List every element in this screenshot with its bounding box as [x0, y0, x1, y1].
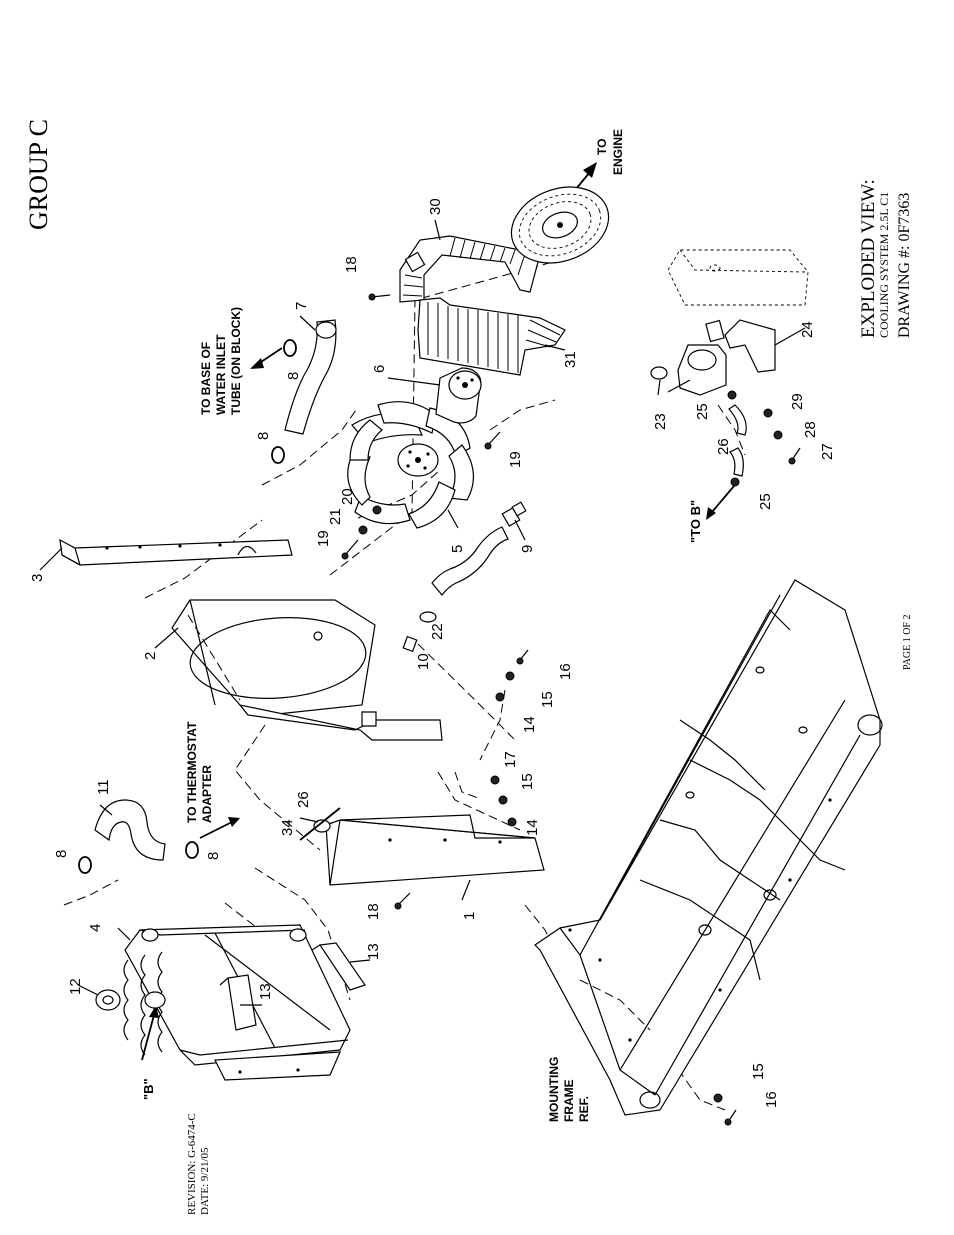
recovery-cap-part-23	[650, 344, 727, 396]
part-label-17: 17	[502, 751, 519, 768]
group-label: GROUP C	[24, 119, 53, 230]
seal-strip-part-13	[219, 974, 257, 1031]
part-label-13a: 13	[257, 983, 274, 1000]
overflow-hose-part-26	[727, 390, 801, 487]
part-label-22: 22	[429, 623, 446, 640]
b-arrow	[141, 1005, 159, 1061]
title-block: EXPLODED VIEW: COOLING SYSTEM 2.5L C1 DR…	[858, 179, 913, 338]
part-label-28: 28	[802, 421, 819, 438]
part-label-18b: 18	[365, 903, 382, 920]
part-label-25a: 25	[694, 403, 711, 420]
fastener-hardware	[341, 293, 737, 1126]
thermostat-label-1: TO THERMOSTAT	[185, 721, 199, 823]
page-number: PAGE 1 OF 2	[902, 615, 913, 670]
to-engine-label-1: TO	[595, 139, 609, 155]
fan-guard-lower-part-31	[417, 297, 566, 376]
part-label-29: 29	[789, 393, 806, 410]
radiator-cap-part-12	[95, 989, 121, 1011]
part-label-5: 5	[449, 545, 466, 553]
part-label-24: 24	[799, 321, 816, 338]
side-bracket-part-1	[325, 814, 545, 886]
drawing-title: EXPLODED VIEW:	[858, 179, 879, 338]
hose-part-9	[431, 501, 527, 596]
frame-label-2: FRAME	[562, 1079, 576, 1122]
frame-label-1: MOUNTING	[547, 1057, 561, 1122]
part-label-16b: 16	[763, 1091, 780, 1108]
thermostat-label-2: ADAPTER	[200, 765, 214, 823]
part-label-23: 23	[652, 413, 669, 430]
overflow-fitting-part-34	[299, 807, 341, 841]
part-label-12: 12	[67, 978, 84, 995]
lower-hose-part-7	[284, 319, 337, 435]
part-label-26a: 26	[715, 438, 732, 455]
recovery-bottle-part-24	[667, 249, 809, 373]
part-label-18a: 18	[343, 256, 360, 273]
part-label-16a: 16	[557, 663, 574, 680]
part-label-14a: 14	[521, 716, 538, 733]
to-b-label: "TO B"	[688, 500, 703, 543]
fan-guard-upper-part-30	[399, 235, 539, 303]
water-inlet-label-1: TO BASE OF	[199, 342, 213, 415]
upper-bracket-part-3	[59, 538, 293, 566]
engine-pulley	[510, 186, 610, 264]
upper-hose-part-11	[94, 799, 166, 861]
to-engine-label-2: ENGINE	[611, 129, 625, 175]
frame-label-3: REF.	[577, 1096, 591, 1122]
seal-strip-part-13b	[311, 942, 366, 991]
part-number-labels: 1 2 3 4 5 6 7 8 8 8 8 9 10 11 12 13 13 1…	[29, 198, 836, 1108]
part-label-8b: 8	[255, 432, 272, 440]
date-label: DATE: 9/21/05	[199, 1147, 211, 1215]
part-label-15a: 15	[539, 691, 556, 708]
fan-shroud-part-2	[171, 599, 443, 741]
part-label-19a: 19	[315, 530, 332, 547]
part-label-11: 11	[95, 779, 112, 795]
fitting-part-10	[402, 635, 418, 653]
part-label-15b: 15	[519, 773, 536, 790]
part-label-1: 1	[461, 912, 478, 920]
cooling-fan-part-5	[347, 401, 474, 529]
part-label-13b: 13	[365, 943, 382, 960]
hose-clamps-part-8	[78, 339, 297, 874]
part-label-3: 3	[29, 574, 46, 582]
part-label-26b: 26	[295, 791, 312, 808]
part-label-8c: 8	[53, 850, 70, 858]
fan-spacer-part-6	[435, 367, 482, 424]
part-label-30: 30	[427, 198, 444, 215]
part-label-20: 20	[339, 488, 356, 505]
part-label-8a: 8	[285, 372, 302, 380]
part-label-8d: 8	[205, 852, 222, 860]
b-label: "B"	[141, 1078, 156, 1100]
part-label-14b: 14	[524, 819, 541, 836]
revision-label: REVISION: G-6474-C	[186, 1113, 198, 1215]
part-label-31: 31	[562, 351, 579, 368]
part-label-2: 2	[142, 652, 159, 660]
part-label-34: 34	[279, 819, 296, 836]
part-label-9: 9	[519, 545, 536, 553]
part-label-21: 21	[327, 508, 344, 525]
part-label-6: 6	[371, 365, 388, 373]
drawing-number: DRAWING #: 0F7363	[896, 193, 913, 338]
thermostat-arrow	[199, 817, 240, 839]
water-inlet-label-3: TUBE (ON BLOCK)	[229, 307, 243, 415]
clamp-part-22	[419, 611, 437, 623]
part-label-15c: 15	[750, 1063, 767, 1080]
water-inlet-arrow	[250, 347, 283, 369]
to-b-arrow	[706, 485, 735, 520]
part-label-27: 27	[819, 443, 836, 460]
part-label-19b: 19	[507, 451, 524, 468]
leader-lines	[39, 219, 806, 1006]
mounting-frame	[534, 579, 883, 1116]
part-label-4: 4	[87, 924, 104, 932]
part-label-7: 7	[293, 302, 310, 310]
part-label-10: 10	[415, 653, 432, 670]
water-inlet-label-2: WATER INLET	[214, 334, 228, 415]
drawing-subtitle: COOLING SYSTEM 2.5L C1	[877, 192, 891, 338]
part-label-25b: 25	[757, 493, 774, 510]
